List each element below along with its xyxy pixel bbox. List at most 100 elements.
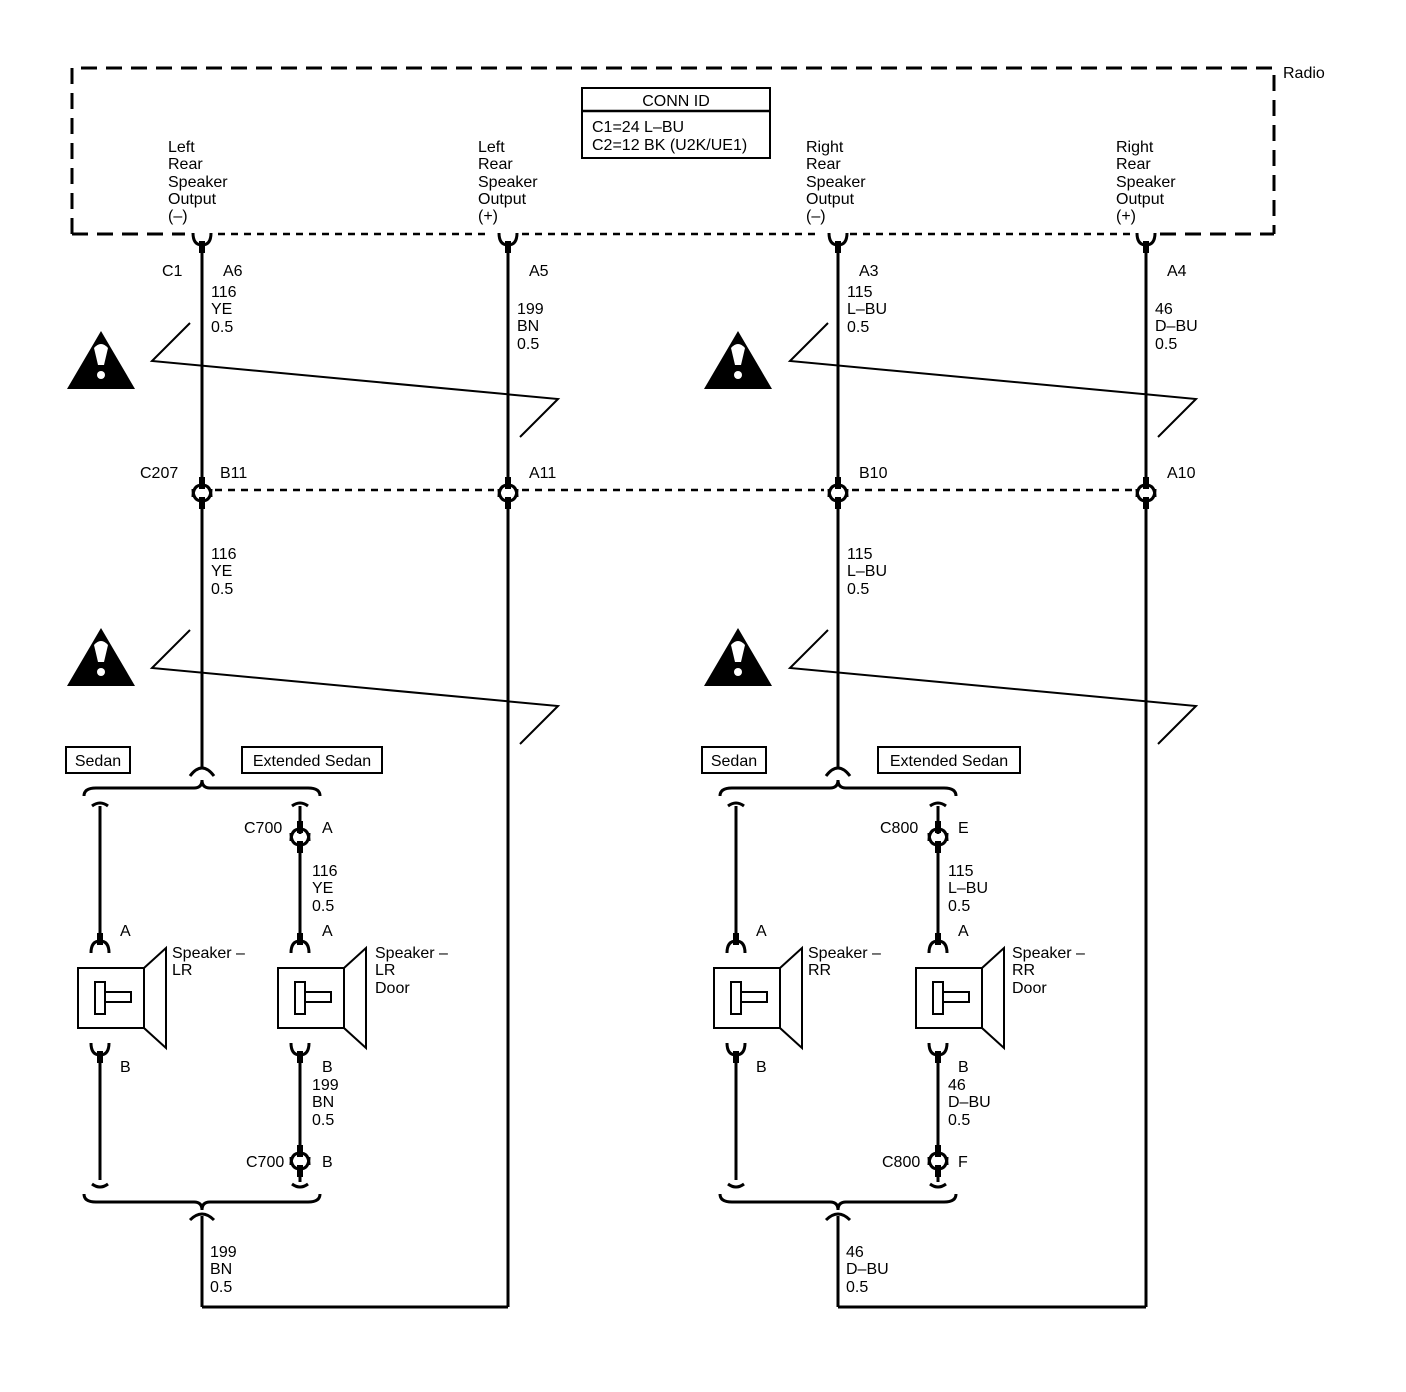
svg-text:46: 46 [948,1077,966,1094]
svg-text:Rear: Rear [478,156,513,173]
svg-text:115: 115 [847,284,873,301]
svg-text:0.5: 0.5 [1155,336,1177,353]
conn-id-line1: C1=24 L–BU [592,119,684,136]
svg-text:0.5: 0.5 [211,581,233,598]
svg-text:0.5: 0.5 [312,1112,334,1129]
svg-text:0.5: 0.5 [211,319,233,336]
speaker-rr-door-pin-b: B [958,1059,969,1076]
option-sedan-label: Sedan [75,753,121,770]
svg-text:Speaker: Speaker [478,174,538,191]
c207-connector: C207 B11 A11 B10 A10 [140,465,1196,511]
c700-bottom-id: C700 [246,1154,284,1171]
svg-text:199: 199 [210,1244,237,1261]
option-extended-sedan-label: Extended Sedan [253,753,371,770]
svg-text:D–BU: D–BU [1155,318,1198,335]
speaker-lr-pin-a: A [120,923,131,940]
svg-text:46: 46 [846,1244,864,1261]
svg-text:Speaker: Speaker [806,174,866,191]
warning-icon [704,628,772,686]
option-sedan-label: Sedan [711,753,757,770]
c207-pin-b10: B10 [859,465,888,482]
svg-text:(–): (–) [806,208,826,225]
warning-icon [67,628,135,686]
svg-text:116: 116 [211,284,237,301]
conn-id-box: CONN ID C1=24 L–BU C2=12 BK (U2K/UE1) [581,87,771,159]
svg-text:Output: Output [478,191,527,208]
svg-text:YE: YE [211,563,232,580]
svg-text:0.5: 0.5 [847,581,869,598]
speaker-lr-label: Speaker – [172,945,245,962]
c1-pin-a4: A4 [1167,263,1187,280]
warning-icon [704,331,772,389]
svg-text:Output: Output [1116,191,1165,208]
svg-text:YE: YE [211,301,232,318]
warning-icon [67,331,135,389]
svg-text:YE: YE [312,880,333,897]
speaker-rr-pin-a: A [756,923,767,940]
wire-label-46-dbu-upper: 46D–BU 0.5 [1155,301,1198,353]
svg-text:0.5: 0.5 [312,898,334,915]
svg-text:0.5: 0.5 [948,898,970,915]
c800-bottom-id: C800 [882,1154,920,1171]
conn-id-title: CONN ID [642,93,710,110]
svg-text:Speaker: Speaker [1116,174,1176,191]
c1-id: C1 [162,263,183,280]
speaker-lr-door-label: Speaker – [375,945,448,962]
c1-pin-a5: A5 [529,263,549,280]
c1-pin-a3: A3 [859,263,879,280]
svg-text:Left: Left [168,139,195,156]
c207-pin-a10: A10 [1167,465,1196,482]
speaker-lr-door-pin-a: A [322,923,333,940]
lower-wires [200,508,1148,1307]
svg-text:LR: LR [375,962,395,979]
c800-pin-f: F [958,1154,968,1171]
svg-text:Output: Output [806,191,855,208]
c207-id: C207 [140,465,178,482]
c207-pin-a11: A11 [529,465,556,482]
svg-text:(–): (–) [168,208,188,225]
svg-text:0.5: 0.5 [846,1279,868,1296]
svg-text:L–BU: L–BU [847,563,887,580]
speaker-lr-pin-b: B [120,1059,131,1076]
c1-pin-a6: A6 [223,263,243,280]
svg-text:116: 116 [312,863,338,880]
svg-text:BN: BN [210,1261,232,1278]
svg-text:Rear: Rear [168,156,203,173]
c700-pin-a: A [322,820,333,837]
svg-text:0.5: 0.5 [517,336,539,353]
svg-text:Rear: Rear [806,156,841,173]
speaker-rr-door-label: Speaker – [1012,945,1085,962]
twisted-pair-marker [149,629,1199,745]
svg-text:Left: Left [478,139,505,156]
speaker-rr-label: Speaker – [808,945,881,962]
c700-pin-b: B [322,1154,333,1171]
svg-text:Right: Right [1116,139,1154,156]
upper-wires [200,252,1148,484]
svg-text:L–BU: L–BU [847,301,887,318]
svg-text:L–BU: L–BU [948,880,988,897]
svg-text:115: 115 [847,546,873,563]
svg-text:RR: RR [808,962,831,979]
c800-pin-e: E [958,820,969,837]
svg-text:Speaker: Speaker [168,174,228,191]
svg-text:(+): (+) [1116,208,1136,225]
svg-text:D–BU: D–BU [846,1261,889,1278]
svg-text:116: 116 [211,546,237,563]
svg-text:BN: BN [517,318,539,335]
svg-text:Right: Right [806,139,844,156]
twisted-pair-marker [149,322,1199,438]
svg-text:0.5: 0.5 [847,319,869,336]
svg-text:LR: LR [172,962,192,979]
svg-text:Door: Door [1012,980,1047,997]
svg-text:(+): (+) [478,208,498,225]
svg-text:D–BU: D–BU [948,1094,991,1111]
